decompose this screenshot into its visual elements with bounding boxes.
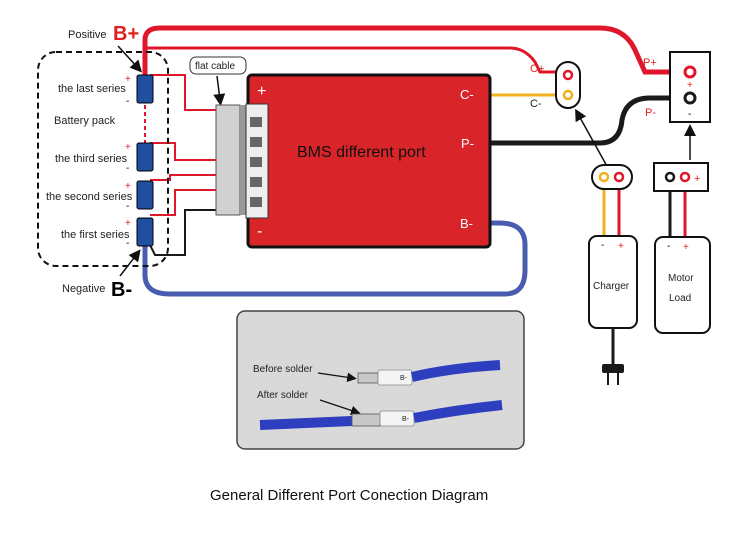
charger-to-c-arrow [575,108,609,169]
bms-header-pin-5 [250,197,262,207]
cell-first-series [136,217,154,247]
series-label-last: the last series [58,83,126,95]
motor-minus: - [667,241,670,252]
positive-main-wire [142,25,690,75]
charger-label: Charger [593,281,630,292]
motor-label-line1: Motor [668,273,694,284]
cell-second-plus: + [125,181,131,192]
flat-cable-label-box [189,56,247,75]
after-cable-joint [351,413,381,427]
cell-last-plus: + [125,74,131,85]
charger-plug-body [591,164,633,190]
after-solder-label: After solder [257,390,309,401]
after-solder-arrow [319,399,361,416]
motor-plug-pin-black [664,171,676,183]
bms-b-minus: B- [460,216,473,231]
motor-plug-pin-red [679,171,691,183]
c-connector-body [555,61,581,109]
battery-pack-outline [37,51,169,267]
positive-symbol: B+ [113,23,139,45]
c-plus-terminal [562,69,574,81]
series-label-third: the third series [55,153,128,165]
p-plus-terminal [683,65,697,79]
after-cable-tag: B- [402,416,410,423]
series-label-second: the second series [46,191,133,203]
c-minus-label: C- [530,98,542,110]
bms-minus: - [257,223,262,240]
before-cable-tag: B- [400,375,408,382]
bms-header-pin-3 [250,157,262,167]
after-cable-left-wire [259,416,353,430]
c-minus-terminal [562,89,574,101]
positive-arrow [117,45,143,73]
before-cable-terminal [357,372,379,384]
bms-header-pin-1 [250,117,262,127]
cell-second-series [136,180,154,210]
diagram-caption: General Different Port Conection Diagram [210,487,488,504]
bms-p-minus: P- [461,136,474,151]
balance-wire-4 [150,189,218,216]
charger-mains-plug [602,364,624,373]
before-solder-label: Before solder [253,364,313,375]
cell-third-minus: - [126,163,129,174]
c-plus-label: C+ [530,63,544,75]
series-label-first: the first series [61,229,130,241]
bms-title: BMS different port [297,144,426,161]
before-cable-wire [410,360,501,382]
negative-arrow [119,249,141,277]
negative-symbol: B- [111,279,132,301]
bms-board [246,73,492,249]
p-plus-label: P+ [643,57,657,69]
charger-plug-pin-yellow [598,171,610,183]
motor-plus: + [683,242,689,253]
p-minus-wire [490,95,690,146]
after-cable-sleeve [379,410,415,427]
balance-wire-2 [150,142,218,161]
motor-plug-plus: + [694,173,700,185]
p-minus-terminal [683,91,697,105]
cell-last-series [136,74,154,104]
positive-charge-wire [145,46,572,74]
positive-label: Positive [68,29,107,41]
p-plus-symbol: + [687,80,693,91]
charger-plus: + [618,241,624,252]
cell-last-minus: - [126,96,129,107]
pack-label: Battery pack [54,115,116,127]
bms-c-minus: C- [460,87,474,102]
bms-header-pin-4 [250,177,262,187]
charger-plug-pin-red [613,171,625,183]
cell-first-minus: - [126,238,129,249]
balance-wire-5 [149,209,218,256]
balance-wire-1 [150,74,218,111]
flat-cable-plug [215,104,241,216]
before-solder-arrow [317,372,357,383]
balance-wire-3 [150,174,218,181]
b-minus-wire [142,220,528,297]
cell-third-series [136,142,154,172]
negative-label: Negative [62,283,105,295]
motor-label-line2: Load [669,293,691,304]
flat-cable-socket [240,105,250,215]
p-minus-symbol: - [688,109,691,120]
charger-minus: - [601,240,604,251]
p-connector-body [669,51,711,123]
flat-cable-label: flat cable [195,61,235,72]
flat-cable-arrow [213,75,226,106]
bms-plus: + [257,83,266,100]
cell-third-plus: + [125,142,131,153]
cell-first-plus: + [125,218,131,229]
cell-second-minus: - [126,201,129,212]
motor-body [654,236,711,334]
bms-header-pin-2 [250,137,262,147]
before-cable-sleeve [377,369,413,386]
after-cable-right-wire [413,400,503,423]
p-minus-label: P- [645,107,656,119]
